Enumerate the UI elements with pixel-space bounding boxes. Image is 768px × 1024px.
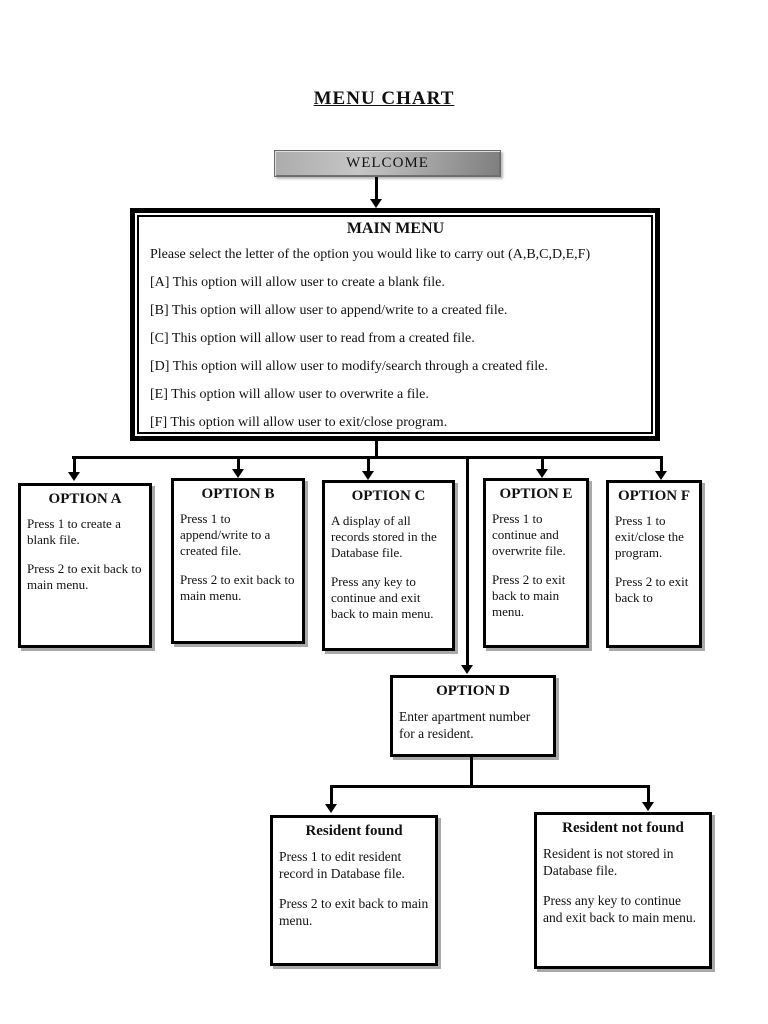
- arrow-down-icon: [68, 472, 80, 481]
- option-c-text: Press any key to continue and exit back …: [331, 574, 434, 621]
- resident-found-title: Resident found: [305, 823, 403, 839]
- resident-not-found-text: Resident is not stored in Database file.: [543, 846, 674, 878]
- main-menu-line: [D] This option will allow user to modif…: [150, 359, 548, 374]
- option-d-text: Enter apartment number for a resident.: [399, 709, 531, 741]
- option-c-text: A display of all records stored in the D…: [331, 513, 437, 560]
- resident-not-found-title: Resident not found: [562, 820, 684, 836]
- main-menu-line: [C] This option will allow user to read …: [150, 331, 475, 346]
- resident-not-found-node: Resident not found Resident is not store…: [534, 812, 712, 969]
- option-b-node: OPTION B Press 1 to append/write to a cr…: [171, 478, 305, 644]
- connector-line: [466, 456, 469, 666]
- arrow-down-icon: [536, 469, 548, 478]
- option-c-title: OPTION C: [351, 488, 426, 504]
- arrow-down-icon: [642, 802, 654, 811]
- option-a-text: Press 2 to exit back to main menu.: [27, 561, 142, 592]
- option-a-node: OPTION A Press 1 to create a blank file.…: [18, 483, 152, 648]
- option-d-node: OPTION D Enter apartment number for a re…: [390, 675, 556, 757]
- connector-line: [237, 456, 240, 470]
- option-f-text: Press 1 to exit/close the program.: [615, 513, 684, 560]
- connector-line: [330, 785, 333, 805]
- option-b-title: OPTION B: [201, 486, 275, 502]
- option-f-title: OPTION F: [617, 488, 691, 504]
- welcome-node: WELCOME: [274, 150, 501, 177]
- main-menu-inner: MAIN MENU Please select the letter of th…: [137, 215, 653, 434]
- arrow-down-icon: [655, 471, 667, 480]
- option-e-node: OPTION E Press 1 to continue and overwri…: [483, 478, 589, 648]
- connector-line: [367, 456, 370, 471]
- main-menu-line: [E] This option will allow user to overw…: [150, 387, 429, 402]
- connector-line: [470, 757, 473, 788]
- option-e-text: Press 2 to exit back to main menu.: [492, 572, 566, 619]
- main-menu-line: [A] This option will allow user to creat…: [150, 275, 445, 290]
- resident-found-text: Press 2 to exit back to main menu.: [279, 896, 429, 928]
- connector-line: [647, 785, 650, 803]
- option-a-title: OPTION A: [48, 491, 122, 507]
- main-menu-title: MAIN MENU: [346, 220, 445, 237]
- main-menu-line: [B] This option will allow user to appen…: [150, 303, 508, 318]
- option-d-title: OPTION D: [436, 683, 510, 699]
- option-f-text: Press 2 to exit back to: [615, 574, 689, 605]
- option-f-node: OPTION F Press 1 to exit/close the progr…: [606, 480, 702, 648]
- connector-line: [660, 456, 663, 471]
- main-menu-line: [F] This option will allow user to exit/…: [150, 415, 448, 430]
- connector-line: [375, 439, 378, 458]
- connector-line: [541, 456, 544, 470]
- option-e-title: OPTION E: [499, 486, 573, 502]
- option-a-text: Press 1 to create a blank file.: [27, 516, 121, 547]
- connector-line: [375, 177, 378, 200]
- arrow-down-icon: [461, 665, 473, 674]
- welcome-label: WELCOME: [346, 155, 429, 171]
- main-menu-line: Please select the letter of the option y…: [150, 247, 591, 262]
- resident-found-text: Press 1 to edit resident record in Datab…: [279, 849, 405, 881]
- page-title: MENU CHART: [313, 88, 455, 109]
- option-e-text: Press 1 to continue and overwrite file.: [492, 511, 566, 558]
- option-c-node: OPTION C A display of all records stored…: [322, 480, 455, 651]
- option-b-text: Press 2 to exit back to main menu.: [180, 572, 295, 603]
- arrow-down-icon: [325, 804, 337, 813]
- arrow-down-icon: [232, 469, 244, 478]
- resident-found-node: Resident found Press 1 to edit resident …: [270, 815, 438, 966]
- connector-line: [330, 785, 650, 788]
- main-menu-node: MAIN MENU Please select the letter of th…: [130, 208, 660, 441]
- connector-line: [73, 456, 76, 473]
- arrow-down-icon: [362, 471, 374, 480]
- option-b-text: Press 1 to append/write to a created fil…: [180, 511, 271, 558]
- resident-not-found-text: Press any key to continue and exit back …: [543, 893, 696, 925]
- arrow-down-icon: [370, 199, 382, 208]
